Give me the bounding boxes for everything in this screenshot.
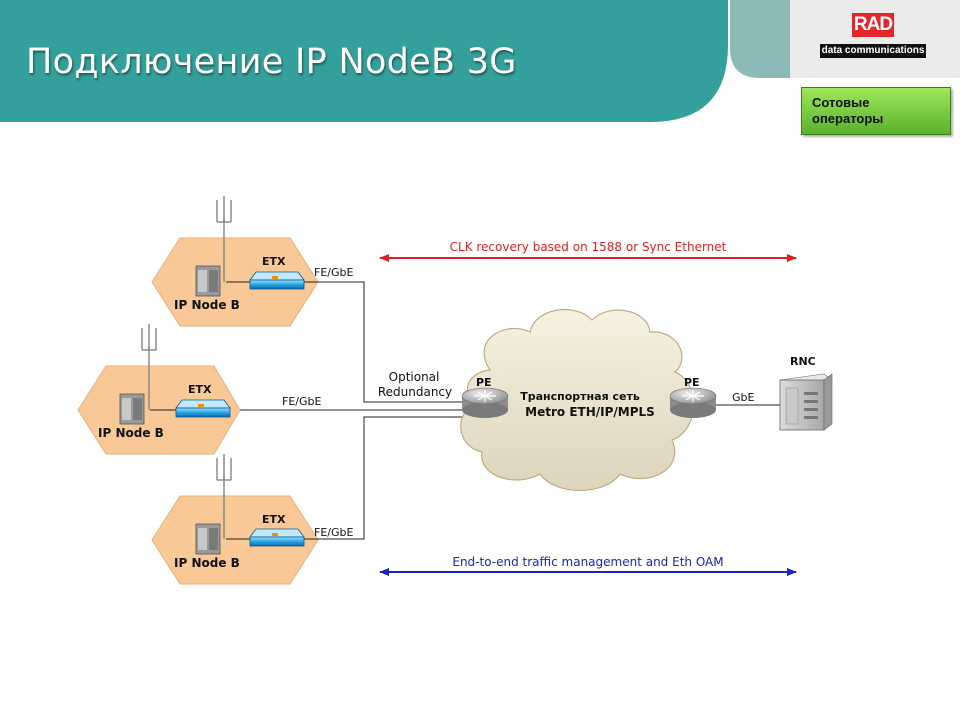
cloud-label-line1: Транспортная сеть: [520, 390, 640, 403]
slide-title: Подключение IP NodeB 3G: [26, 42, 517, 82]
cloud-label-line2: Metro ETH/IP/MPLS: [525, 405, 655, 419]
link-label-1: FE/GbE: [314, 266, 353, 279]
rnc-server-icon: [779, 373, 833, 431]
etx-label-1: ETX: [262, 255, 286, 268]
pe-label-right: PE: [684, 376, 700, 389]
links: [150, 281, 780, 540]
antenna-tower-icon: [216, 454, 232, 539]
nodeb-cabinet-icon: [119, 393, 145, 425]
etx-device-icon: [249, 528, 305, 547]
site-hexagon-3: [151, 495, 319, 585]
category-badge-label: Сотовые операторы: [812, 95, 884, 126]
etx-label-3: ETX: [262, 513, 286, 526]
etx-label-2: ETX: [188, 383, 212, 396]
pe-label-left: PE: [476, 376, 492, 389]
logo-brand: RAD: [852, 13, 894, 37]
header-band: [0, 0, 728, 122]
rnc-label: RNC: [790, 355, 816, 368]
nodeb-label-2: IP Node B: [98, 426, 164, 440]
pe-router-icon-right: [669, 387, 717, 418]
etx-device-icon: [175, 399, 231, 418]
rad-logo: RAD data communications: [818, 13, 928, 61]
category-badge: Сотовые операторы: [801, 87, 951, 135]
link-label-2: FE/GbE: [282, 395, 321, 408]
antenna-tower-icon: [141, 324, 157, 410]
logo-tagline: data communications: [820, 44, 926, 58]
link-label-3: FE/GbE: [314, 526, 353, 539]
redundancy-label-line1: Optional: [389, 370, 440, 384]
nodeb-cabinet-icon: [195, 265, 221, 297]
nodeb-label-1: IP Node B: [174, 298, 240, 312]
antenna-tower-icon: [216, 196, 232, 282]
traffic-management-label: End-to-end traffic management and Eth OA…: [452, 555, 723, 569]
transport-cloud: [460, 308, 694, 491]
link-site-3: [303, 416, 470, 540]
header-tab: [700, 0, 790, 78]
rnc-link-label: GbE: [732, 391, 755, 404]
pe-router-icon-left: [461, 387, 509, 418]
clk-recovery-label: CLK recovery based on 1588 or Sync Ether…: [450, 240, 727, 254]
redundancy-label-line2: Redundancy: [378, 385, 452, 399]
nodeb-cabinet-icon: [195, 523, 221, 555]
etx-device-icon: [249, 271, 305, 290]
nodeb-label-3: IP Node B: [174, 556, 240, 570]
link-site-1: [303, 281, 470, 403]
